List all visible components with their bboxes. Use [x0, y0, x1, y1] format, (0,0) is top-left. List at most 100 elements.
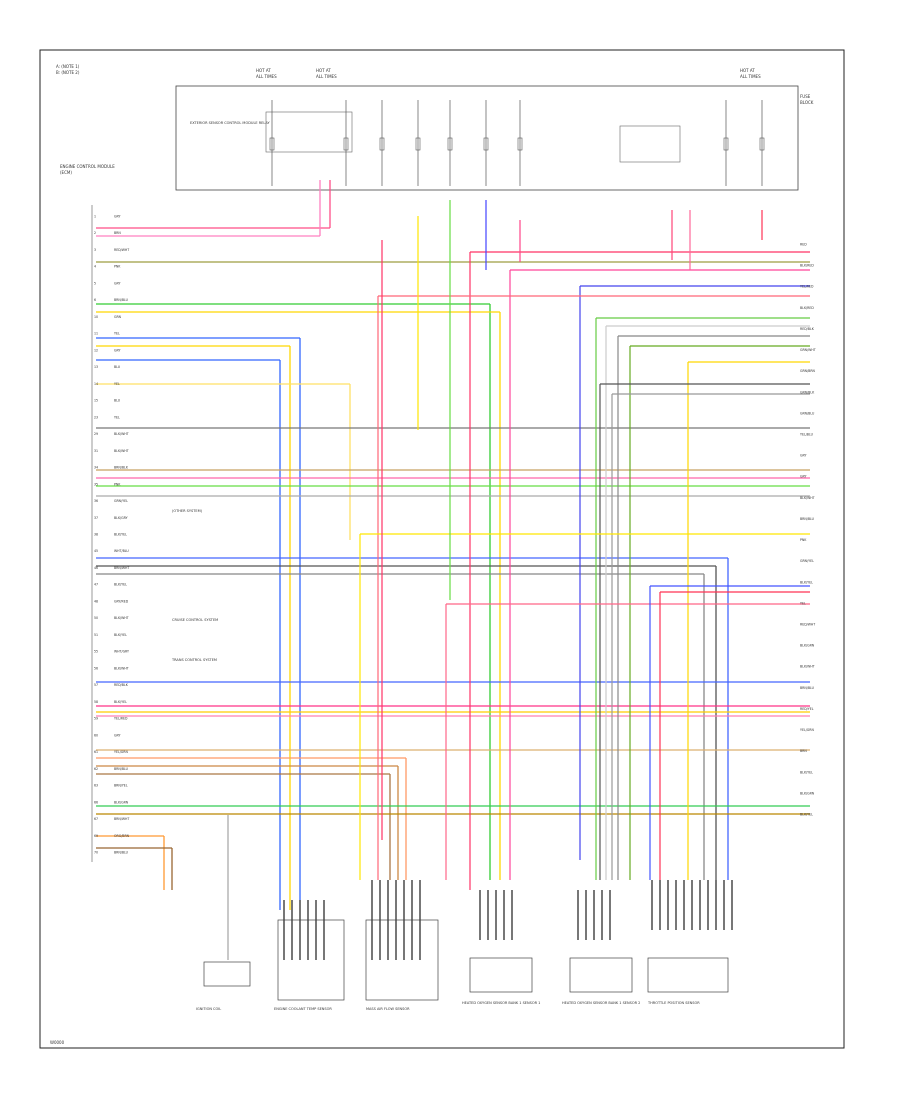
pin-number: 29	[94, 432, 98, 436]
pin-wire-color: YEL	[114, 415, 120, 419]
component-ignition-coil	[203, 961, 251, 987]
sensor-relay-label: EXTERIOR SENSOR CONTROL MODULE RELAY	[190, 121, 271, 125]
fuse	[447, 137, 453, 151]
fuse-group	[269, 100, 765, 186]
label-sensor-a: ENGINE COOLANT TEMP SENSOR	[274, 1007, 332, 1011]
pin-wire-color: GRY	[114, 281, 120, 285]
right-wire-label: GRN/BLU	[800, 411, 815, 415]
right-wire-label: RED/BLK	[800, 327, 815, 331]
ecm-title-1: ENGINE CONTROL MODULE	[60, 164, 115, 169]
pin-wire-color: BLK/WHT	[114, 432, 129, 436]
pin-wire-color: BLK/YEL	[114, 583, 127, 587]
pin-wire-color: GRY	[114, 348, 120, 352]
hot-label-right-1: HOT AT	[740, 68, 755, 73]
label-sensor-c: HEATED OXYGEN SENSOR BANK 1 SENSOR 1	[462, 1001, 540, 1005]
right-wire-label: RED/WHT	[800, 623, 815, 627]
fuse	[343, 137, 349, 151]
right-label-group: REDBLK/REDYEL/REDBLK/REDRED/BLKGRN/WHTGR…	[800, 243, 816, 817]
pin-number: 50	[94, 616, 98, 620]
right-wire-label: RED/YEL	[800, 707, 814, 711]
hot-label-mid-1: HOT AT	[316, 68, 331, 73]
pin-number: 4	[94, 265, 96, 269]
pin-wire-color: RED/BLK	[114, 683, 129, 687]
pin-wire-color: YEL/GRN	[114, 750, 128, 754]
right-wire-label: PNK	[800, 538, 807, 542]
pin-wire-color: YEL/RED	[114, 717, 128, 721]
pin-number: 61	[94, 750, 98, 754]
fuse	[483, 137, 489, 151]
pin-number: 11	[94, 332, 98, 336]
component-sensor-c	[469, 957, 533, 993]
fuse	[415, 137, 421, 151]
right-wire-label: YEL	[800, 601, 806, 605]
pin-number: 56	[94, 666, 98, 670]
pin-wire-color: RED/WHT	[114, 248, 129, 252]
fuse	[759, 137, 765, 151]
label-ignition-coil: IGNITION COIL	[196, 1007, 221, 1011]
note-trans-control: TRANS CONTROL SYSTEM	[171, 658, 217, 662]
component-sensor-a	[277, 919, 345, 1001]
fuse	[723, 137, 729, 151]
pin-number: 58	[94, 700, 98, 704]
pin-wire-color: GRY	[114, 215, 120, 219]
pin-wire-color: ORG/BRN	[114, 834, 130, 838]
pin-wire-color: BRN/YEL	[114, 784, 128, 788]
hot-label-right-2: ALL TIMES	[740, 74, 761, 79]
pin-number: 15	[94, 399, 98, 403]
right-wire-label: BLK/YEL	[800, 770, 813, 774]
right-wire-label: BLK/RED	[800, 264, 814, 268]
pin-number: 55	[94, 650, 98, 654]
pin-number: 34	[94, 466, 98, 470]
pin-number: 48	[94, 599, 98, 603]
pin-wire-color: GRN/YEL	[114, 499, 128, 503]
pin-wire-color: BLK/WHT	[114, 449, 129, 453]
pin-number: 66	[94, 800, 98, 804]
pin-wire-color: BRN/BLU	[114, 298, 129, 302]
pin-wire-color: BLK/YEL	[114, 633, 127, 637]
fuse	[517, 137, 523, 151]
pin-wire-color: BLK/WHT	[114, 666, 129, 670]
pin-number: 3	[94, 248, 96, 252]
pin-wire-color: BRN/WHT	[114, 566, 129, 570]
hot-label-mid-2: ALL TIMES	[316, 74, 337, 79]
fuse-block-label-2: BLOCK	[800, 100, 814, 105]
label-sensor-d: HEATED OXYGEN SENSOR BANK 1 SENSOR 2	[562, 1001, 640, 1005]
fuse	[269, 137, 275, 151]
pin-number: 60	[94, 733, 98, 737]
pin-wire-color: BLK/WHT	[114, 616, 129, 620]
pin-wire-color: BRN/WHT	[114, 817, 129, 821]
pin-number: 14	[94, 382, 98, 386]
relay-right	[619, 125, 681, 163]
pin-number: 57	[94, 683, 98, 687]
component-sensor-b	[365, 919, 439, 1001]
pin-number: 1	[94, 215, 96, 219]
right-wire-label: BLK/YEL	[800, 813, 813, 817]
right-wire-label: YEL/RED	[800, 285, 814, 289]
pin-wire-color: YEL	[114, 382, 120, 386]
pin-number: 12	[94, 348, 98, 352]
pin-number: 37	[94, 516, 98, 520]
pin-number: 69	[94, 834, 98, 838]
pin-number: 47	[94, 583, 98, 587]
pin-wire-color: BLK/YEL	[114, 700, 127, 704]
right-wire-label: BRN/BLU	[800, 686, 815, 690]
right-wire-label: BLK/WHT	[800, 665, 815, 669]
header-note-1: A: (NOTE 1)	[56, 64, 80, 69]
header-note-2: B: (NOTE 2)	[56, 70, 80, 75]
pin-number: 70	[94, 851, 98, 855]
pin-number: 63	[94, 784, 98, 788]
pin-wire-color: BRN	[114, 231, 121, 235]
right-wire-label: YEL/GRN	[800, 728, 814, 732]
pin-wire-color: GRN	[114, 315, 122, 319]
right-wire-label: YEL/BLU	[800, 433, 814, 437]
hot-label-left-1: HOT AT	[256, 68, 271, 73]
pin-number: 38	[94, 533, 98, 537]
wire-group	[96, 180, 810, 960]
pin-wire-color: BRN/BLU	[114, 767, 129, 771]
pin-wire-color: WHT/GRY	[114, 650, 129, 654]
pin-wire-color: WHT/BLU	[114, 549, 129, 553]
pin-number: 23	[94, 415, 98, 419]
pin-number: 67	[94, 817, 98, 821]
